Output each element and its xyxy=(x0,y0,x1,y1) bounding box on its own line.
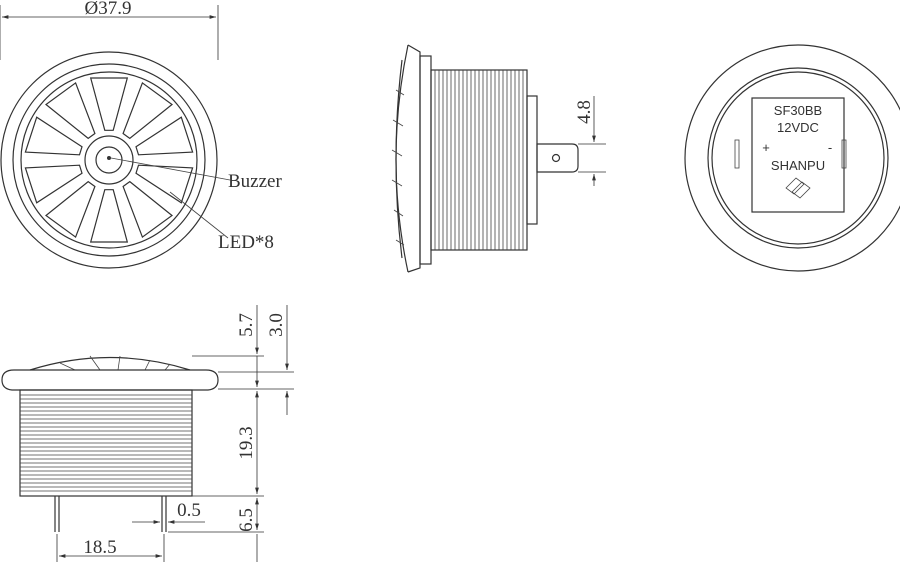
flange-height-label: 5.7 xyxy=(236,313,257,337)
buzzer-callout: Buzzer xyxy=(228,171,282,192)
led-segment xyxy=(89,189,129,243)
led-segment xyxy=(135,116,194,156)
pin-length-label: 6.5 xyxy=(236,508,257,532)
brand-logo-icon xyxy=(785,177,811,199)
side-threads xyxy=(434,70,524,250)
voltage-label: 12VDC xyxy=(777,120,819,135)
led-segment xyxy=(45,180,96,239)
bottom-side-view: 18.5 0.5 5.7 3.0 19.3 6.5 xyxy=(1,305,294,562)
diameter-label: Ø37.9 xyxy=(85,0,132,19)
led-segment xyxy=(122,180,173,239)
led-callout: LED*8 xyxy=(218,232,274,253)
led-segment xyxy=(24,164,83,204)
led-segment xyxy=(24,116,83,156)
minus-label: - xyxy=(828,140,832,155)
pin-thickness-label: 0.5 xyxy=(177,500,201,521)
body-length-label: 19.3 xyxy=(236,426,257,459)
flange-edge-label: 3.0 xyxy=(266,313,287,337)
led-segments xyxy=(24,77,194,243)
led-segment xyxy=(135,164,194,204)
front-view: Ø37.9 Buzzer LED*8 xyxy=(0,0,282,269)
pin-spacing-label: 18.5 xyxy=(83,537,116,558)
side-view: 4.8 xyxy=(391,44,606,273)
led-segment xyxy=(122,81,173,140)
bottom-threads xyxy=(20,394,192,492)
terminal-width-label: 4.8 xyxy=(574,100,595,124)
model-label: SF30BB xyxy=(774,103,822,118)
rear-view: SF30BB 12VDC + - SHANPU xyxy=(684,44,900,272)
led-segment xyxy=(45,81,96,140)
brand-label: SHANPU xyxy=(771,158,825,173)
plus-label: + xyxy=(762,140,770,155)
led-segment xyxy=(89,77,129,131)
